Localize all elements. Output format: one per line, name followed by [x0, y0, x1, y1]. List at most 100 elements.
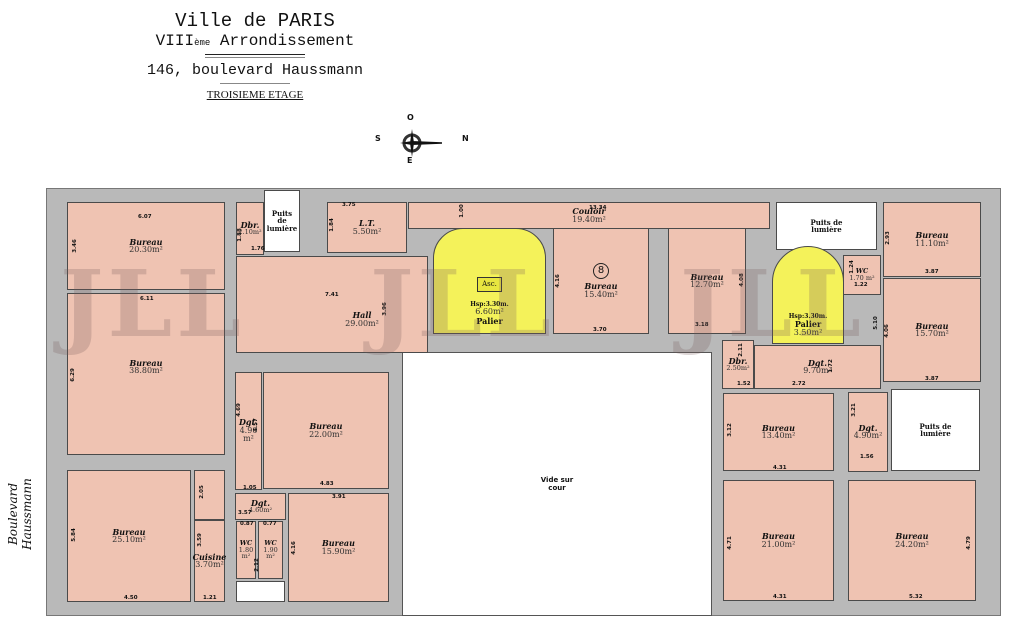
room-area: 11.10m²	[915, 238, 949, 248]
room-area: 3.70m²	[195, 560, 224, 569]
dimension: 1.88	[236, 228, 243, 242]
room-name: Bureau	[309, 421, 343, 432]
room-name: Dgt.	[238, 417, 258, 428]
dimension: 1.05	[243, 485, 257, 491]
room-dbr-2-10[interactable]: Dbr.2.10m²	[236, 202, 264, 255]
room-dgt-4-90-right[interactable]: Dgt.4.90m²	[848, 392, 888, 472]
dimension: 5.84	[70, 528, 77, 542]
room-name: WC	[855, 267, 869, 276]
dimension: 1.24	[848, 260, 855, 274]
dimension: 13.34	[589, 205, 607, 211]
compass-n: N	[462, 134, 469, 143]
dimension: 6.07	[138, 214, 152, 220]
dimension: 4.08	[738, 273, 745, 287]
room-name: Bureau	[584, 281, 618, 292]
room-area: 9.70m²	[803, 366, 832, 375]
room-dgt-4-60[interactable]: Dgt.4.60m²	[235, 493, 286, 520]
dimension: 3.75	[342, 202, 356, 208]
room-name: Bureau	[762, 422, 795, 433]
dimension: 4.83	[320, 481, 334, 487]
room-area: 25.10m²	[112, 535, 146, 544]
compass-s: S	[375, 134, 381, 143]
room-name: Dgt.	[807, 357, 827, 368]
room-lt[interactable]: L.T.5.50m²	[327, 202, 407, 253]
courtyard: Vide sur cour	[402, 352, 712, 616]
room-dbr-2-50[interactable]: Dbr.2.50m²	[722, 340, 754, 389]
room-name: Hall	[352, 310, 372, 321]
dimension: 1.56	[860, 454, 874, 460]
room-area: 29.00m²	[345, 318, 379, 328]
room-area: 15.40m²	[584, 289, 618, 299]
room-name: Dgt.	[858, 422, 878, 433]
floor-title: TROISIEME ETAGE	[206, 89, 304, 101]
shaft	[236, 581, 285, 602]
puits-de-lumiere: Puits de lumière	[264, 190, 300, 252]
dimension: 4.50	[124, 595, 138, 601]
dimension: 3.46	[71, 239, 78, 253]
room-name: Bureau	[129, 236, 163, 247]
divider	[220, 83, 290, 85]
room-name: Dbr.	[728, 355, 748, 366]
room-name: Bureau	[915, 320, 949, 331]
dimension: 4.16	[554, 274, 561, 288]
arr-word: Arrondissement	[219, 32, 355, 50]
compass-o: O	[407, 113, 414, 122]
arrondissement: VIIIème Arrondissement	[120, 32, 390, 50]
dimension: 3.87	[925, 376, 939, 382]
dimension: 3.87	[925, 269, 939, 275]
dimension: 3.59	[196, 533, 203, 547]
compass-e: E	[407, 156, 413, 165]
room-area: 2.50m²	[726, 364, 750, 373]
room-area: 15.70m²	[915, 329, 949, 338]
dimension: 5.10	[872, 316, 879, 330]
room-name: Dbr.	[240, 219, 260, 230]
city-title: Ville de PARIS	[175, 10, 335, 32]
room-dgt-4-90-left[interactable]: Dgt.4.90 m²	[235, 372, 262, 490]
room-name: Cuisine	[192, 551, 227, 562]
room-name: Bureau	[895, 531, 929, 542]
room-name: Dgt.	[250, 497, 270, 508]
room-area: 4.90 m²	[239, 425, 258, 444]
room-name: Bureau	[129, 358, 163, 368]
dimension: 4.16	[290, 541, 297, 555]
address: 146, boulevard Haussmann	[146, 62, 364, 79]
room-name: Palier	[476, 315, 503, 326]
stair-palier-6-60[interactable]: Asc. Hsp:3.30m. 6.60m² Palier	[433, 228, 546, 334]
room-area: 1.70 m²	[849, 274, 875, 282]
dimension: 2.93	[884, 231, 891, 245]
dimension: 3.18	[695, 322, 709, 328]
room-area: 12.70m²	[690, 280, 724, 289]
dimension: 1.00	[458, 204, 465, 218]
dimension: 7.41	[325, 292, 339, 298]
dimension: 3.57	[238, 510, 252, 516]
dimension: 0.87	[240, 521, 254, 527]
room-name: Puits de lumière	[810, 217, 843, 234]
dimension: 6.29	[69, 368, 76, 382]
street-label: Boulevard Haussmann	[6, 478, 34, 550]
courtyard-label: Vide sur cour	[540, 476, 574, 492]
elevator-label: Asc.	[477, 276, 502, 292]
title-block: Ville de PARIS VIIIème Arrondissement 14…	[120, 10, 390, 101]
dimension: 3.12	[726, 423, 733, 437]
room-dgt-9-70[interactable]: Dgt.9.70m²	[754, 345, 881, 389]
ceiling-height: Hsp:3.30m.	[470, 300, 509, 308]
dimension: 0.77	[263, 521, 277, 527]
